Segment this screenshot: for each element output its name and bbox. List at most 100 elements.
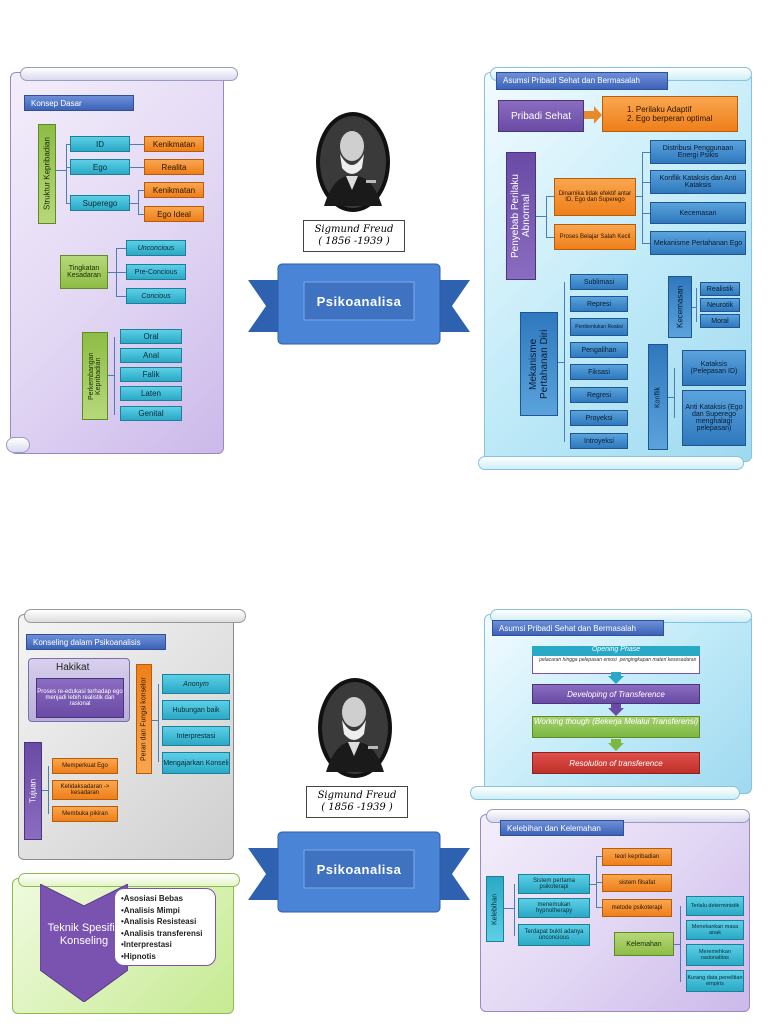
konflik-kataksis: Kataksis (Pelepasan ID): [682, 350, 746, 386]
mekanisme-5: Fiksasi: [570, 364, 628, 380]
asumsi-bottom-roll: [478, 456, 744, 470]
kelemahan-4: Kurang data penelitian empiris: [686, 970, 744, 992]
opening-phase-right: pengingkapan materi kesesadaran: [619, 657, 697, 663]
kelemahan-label: Kelemahan: [614, 932, 674, 956]
arrow-right-icon: [584, 106, 602, 124]
concious: Concious: [126, 288, 186, 304]
kelebihan-right-1: teori kepribadian: [602, 848, 672, 866]
mekanisme-4: Pengalihan: [570, 342, 628, 358]
kelebihan-label: Kelebihan: [486, 876, 504, 942]
mekanisme-8: Introyeksi: [570, 433, 628, 449]
scroll-top-roll: [20, 67, 238, 81]
freud-name-bottom: Sigmund Freud: [317, 790, 397, 801]
peran-anonym: Anonym: [162, 674, 230, 694]
kelemahan-1: Terlalu deterministik: [686, 896, 744, 916]
teknik-list: •Asosiasi Bebas •Analisis Mimpi •Analisi…: [114, 888, 216, 966]
peran-label: Peran dan Fungsi konselor: [136, 664, 152, 774]
freud-caption-bottom: Sigmund Freud ( 1856 -1939 ): [306, 786, 408, 818]
konseling-header: Konseling dalam Psikoanalisis: [26, 634, 166, 650]
asumsi-header-bottom: Asumsi Pribadi Sehat dan Bermasalah: [492, 620, 664, 636]
ego-realita: Realita: [144, 159, 204, 175]
peran-hubungan: Hubungan baik: [162, 700, 230, 720]
kelebihan-2: menemukan hypnotherapy: [518, 898, 590, 918]
opening-phase-title: Opening Phase: [532, 646, 700, 656]
kecemasan-moral: Moral: [700, 314, 740, 328]
proses-belajar: Proses Belajar Salah Kecil: [554, 224, 636, 250]
penyebab-label: Penyebab Perilaku Abnormal: [506, 152, 536, 280]
dinamika: Dinamika tidak efektif antar ID, Ego dan…: [554, 178, 636, 216]
freud-years-bottom: ( 1856 -1939 ): [321, 802, 393, 813]
mekanisme-7: Proyeksi: [570, 410, 628, 426]
banner-top-label: Psikoanalisa: [316, 293, 402, 309]
phase-resolution: Resolution of transference: [532, 752, 700, 774]
phase-developing: Developing of Transference: [532, 684, 700, 704]
teknik-2: •Analisis Mimpi: [121, 905, 180, 915]
pribadi-sehat: Pribadi Sehat: [498, 100, 584, 132]
mekanisme-1: Sublimasi: [570, 274, 628, 290]
dinamika-item-1: Distribusi Penggunaan Energi Psikis: [650, 140, 746, 164]
opening-phase-left: pelacaran hingga pelepasan emosi: [539, 657, 617, 663]
tujuan-label: Tujuan: [24, 742, 42, 840]
mekanisme-label: Mekanisme Pertahanan Diri: [520, 312, 558, 416]
kelebihan-header: Kelebihan dan Kelemahan: [500, 820, 624, 836]
asumsi-header-top: Asumsi Pribadi Sehat dan Bermasalah: [496, 72, 668, 90]
freud-name-top: Sigmund Freud: [314, 224, 394, 235]
teknik-top-roll: [18, 873, 240, 887]
dinamika-item-3: Kecemasan: [650, 202, 746, 224]
konseling-top-roll: [24, 609, 246, 623]
hakikat-text: Proses re-edukasi terhadap ego menjadi l…: [36, 678, 124, 718]
asumsi-bottom-bottom-roll: [470, 786, 740, 800]
arrow-down-icon-3: [608, 739, 624, 751]
kelebihan-right-3: metode psikoterapi: [602, 899, 672, 917]
sehat-item-2: 2. Ego berperan optimal: [627, 114, 713, 123]
unconcious: Unconcious: [126, 240, 186, 256]
mekanisme-6: Regresi: [570, 387, 628, 403]
laten: Laten: [120, 386, 182, 401]
id-kenikmatan: Kenikmatan: [144, 136, 204, 152]
sehat-item-1: 1. Perilaku Adaptif: [627, 105, 692, 114]
banner-bottom: [248, 831, 470, 913]
teknik-chevron: [40, 884, 128, 1002]
mekanisme-2: Represi: [570, 296, 628, 312]
banner-top: [248, 263, 470, 345]
tujuan-2: Ketidaksadaran -> kesadaran: [52, 780, 118, 800]
freud-portrait-bottom: [318, 678, 392, 778]
scroll-bottom-roll: [6, 437, 30, 453]
tujuan-3: Membuka pikiran: [52, 806, 118, 822]
banner-bottom-label: Psikoanalisa: [316, 861, 402, 877]
struktur-ego: Ego: [70, 159, 130, 175]
pre-concious: Pre-Concious: [126, 264, 186, 280]
freud-portrait-top: [316, 112, 390, 212]
kecemasan-label: Kecemasan: [668, 276, 692, 338]
sehat-list: 1. Perilaku Adaptif 2. Ego berperan opti…: [602, 96, 738, 132]
tujuan-1: Memperkuat Ego: [52, 758, 118, 774]
teknik-4: •Analisis transferensi: [121, 928, 203, 938]
kecemasan-neurotik: Neurotik: [700, 298, 740, 312]
konsep-dasar-header: Konsep Dasar: [24, 95, 134, 111]
struktur-label: Struktur Kepribadian: [38, 124, 56, 224]
dinamika-item-2: Konflik Kataksis dan Anti Kataksis: [650, 170, 746, 194]
mekanisme-3: Pembentukan Reaksi: [570, 318, 628, 336]
perkembangan-label: Perkembangan Kepribadian: [82, 332, 108, 420]
superego-ego-ideal: Ego Ideal: [144, 206, 204, 222]
struktur-superego: Superego: [70, 195, 130, 211]
struktur-id: ID: [70, 136, 130, 152]
kelebihan-3: Terdapat bukti adanya unconcious: [518, 924, 590, 946]
kelebihan-right-2: sistem filsafat: [602, 874, 672, 892]
kelemahan-3: Meremehkan rasionalitas: [686, 944, 744, 966]
anal: Anal: [120, 348, 182, 363]
peran-mengajarkan: Mengajarkan Konseli: [162, 752, 230, 774]
konflik-label: Konflik: [648, 344, 668, 450]
phase-working: Working though (Bekerja Melalui Transfer…: [532, 716, 700, 738]
arrow-down-icon-2: [608, 704, 624, 716]
oral: Oral: [120, 329, 182, 344]
kelemahan-2: Menekankan masa anak: [686, 920, 744, 940]
freud-years-top: ( 1856 -1939 ): [318, 236, 390, 247]
teknik-label: Teknik Spesifik Konseling: [47, 922, 121, 947]
genital: Genital: [120, 406, 182, 421]
teknik-6: •Hipnotis: [121, 951, 156, 961]
teknik-5: •Interprestasi: [121, 940, 172, 949]
konflik-anti-kataksis: Anti Kataksis (Ego dan Superego menghala…: [682, 390, 746, 446]
teknik-3: •Analisis Resisteasi: [121, 917, 197, 926]
kecemasan-realistik: Realistik: [700, 282, 740, 296]
